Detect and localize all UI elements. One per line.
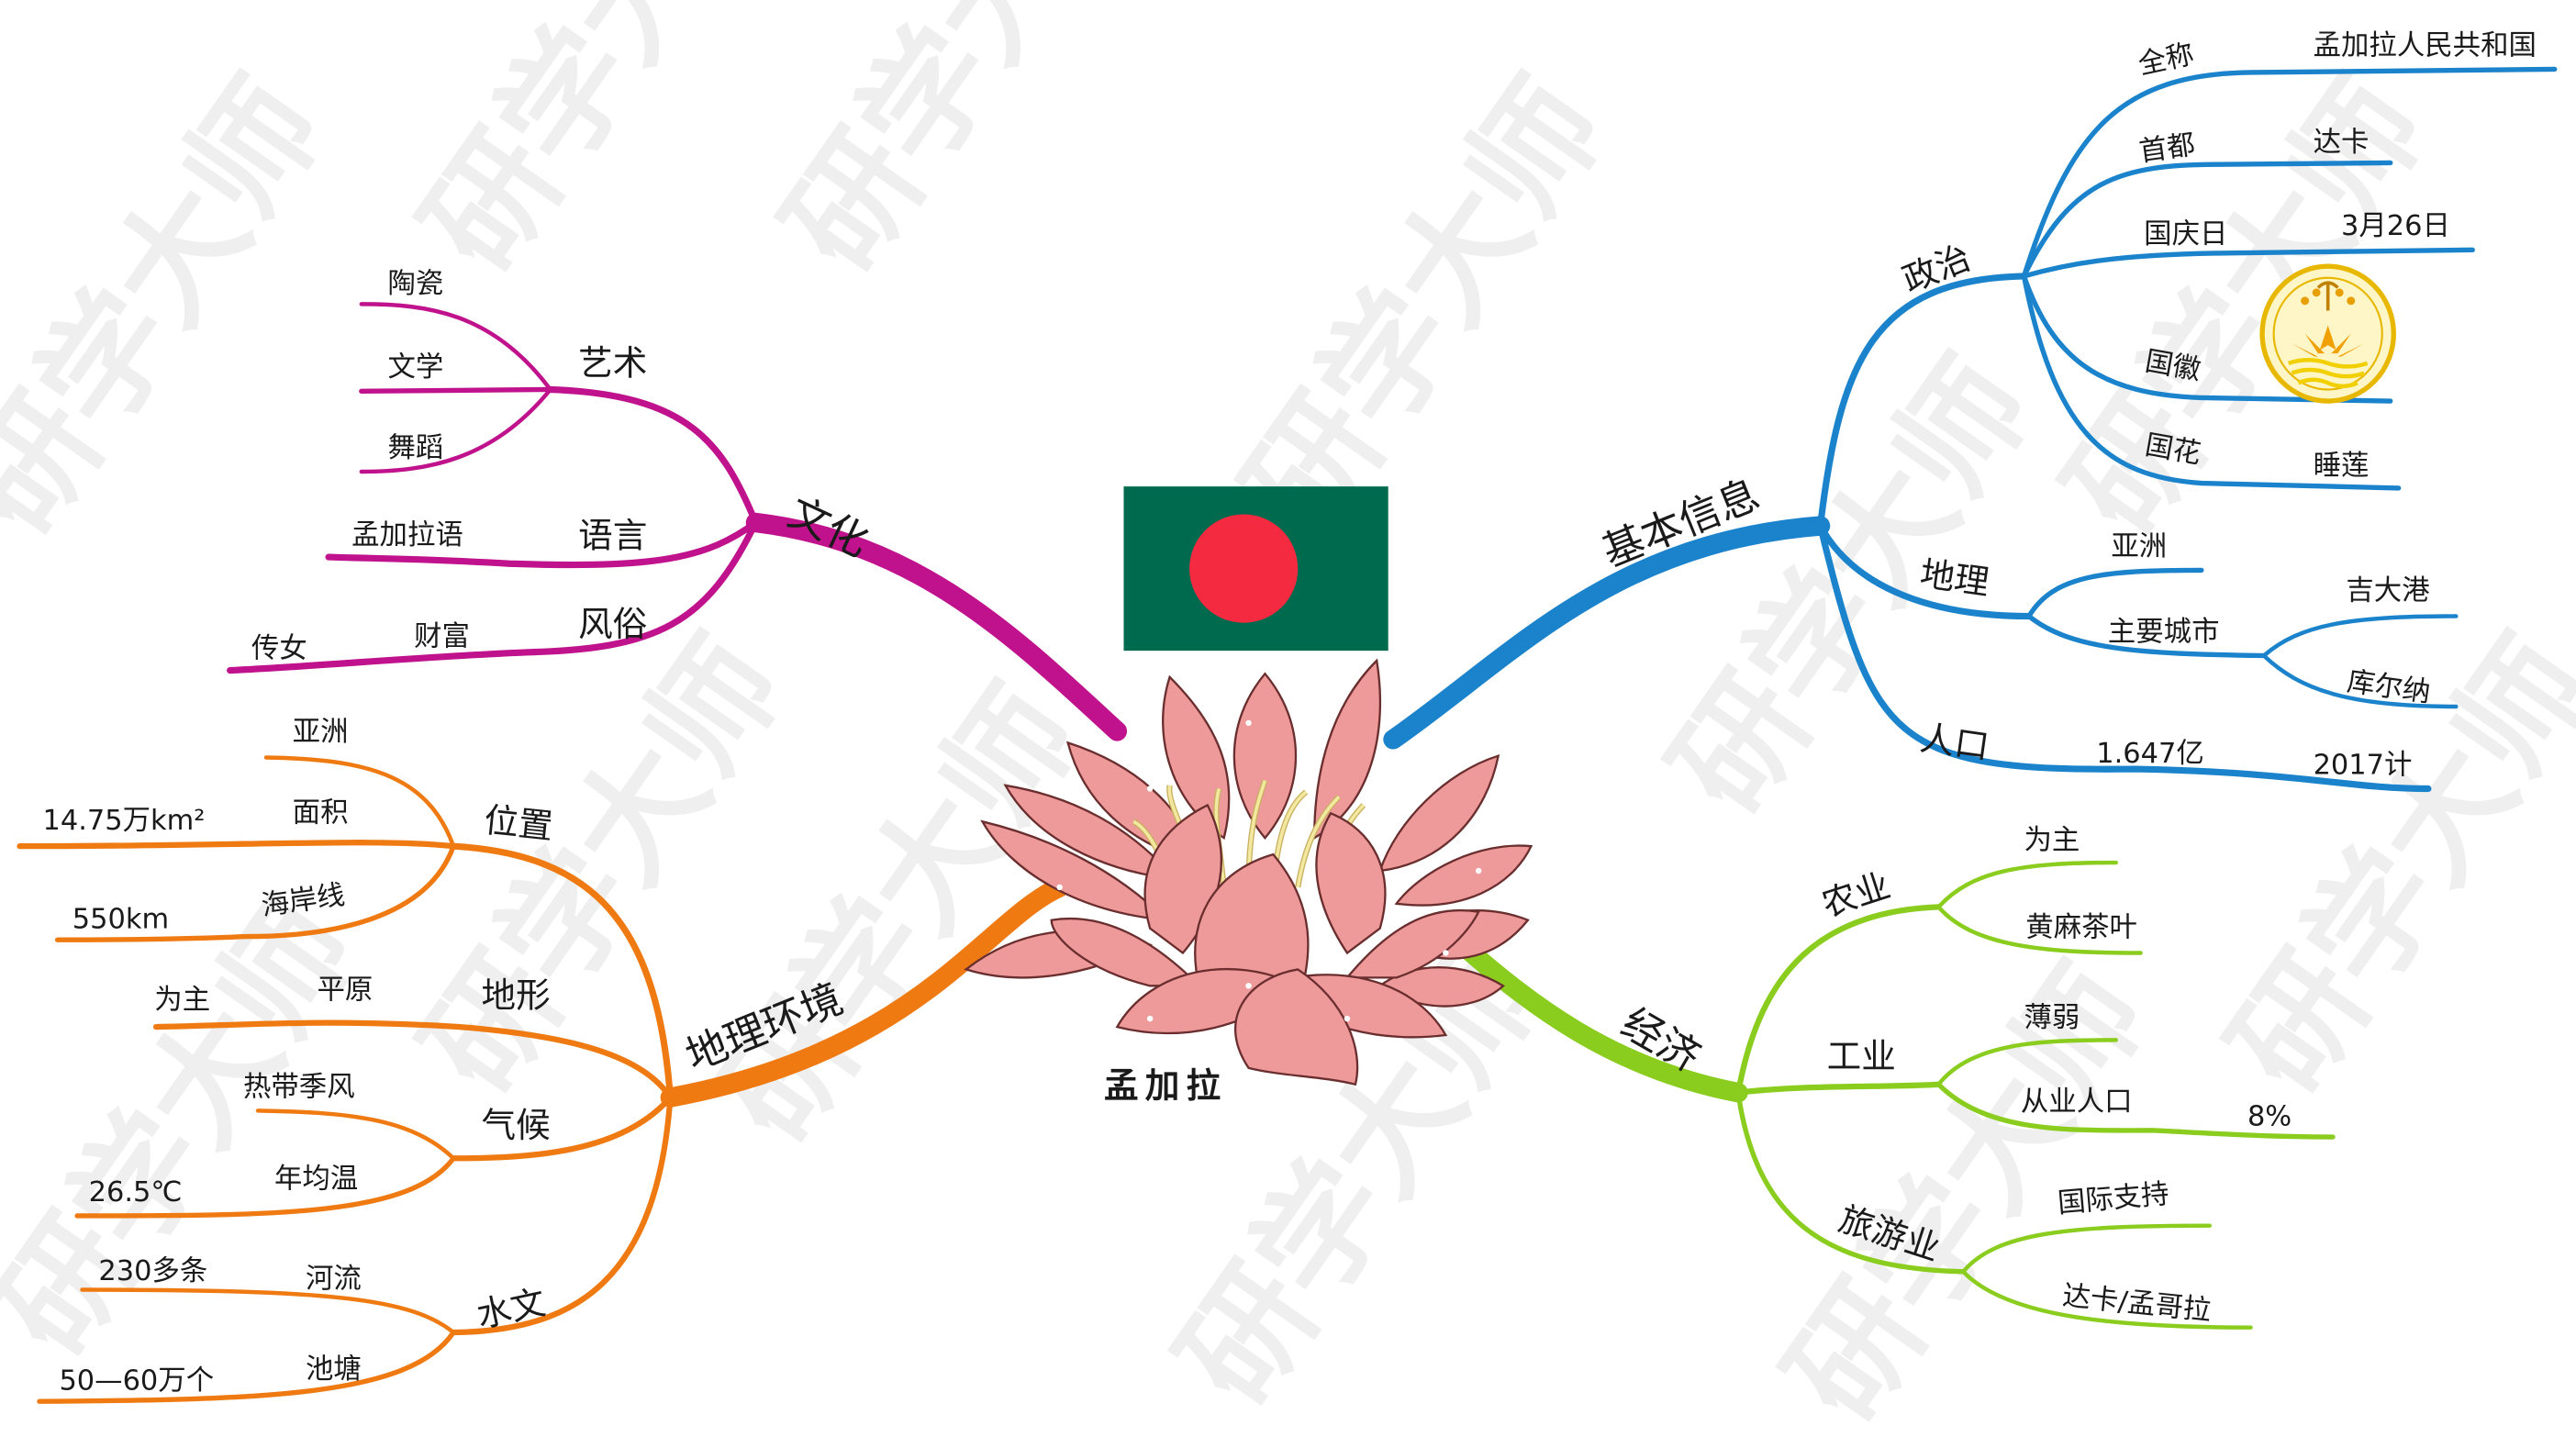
bangladesh-flag-icon: [1123, 486, 1388, 652]
node-population[interactable]: 人口: [1918, 718, 1992, 767]
leaf-intl-support[interactable]: 国际支持: [2057, 1178, 2170, 1220]
leaf-coastline[interactable]: 550km: [72, 904, 169, 936]
leaf-area[interactable]: 14.75万km²: [43, 805, 206, 837]
leaf-plain[interactable]: 平原: [318, 975, 374, 1007]
leaf-agri-main[interactable]: 为主: [2024, 825, 2080, 857]
svg-text:研学大师: 研学大师: [0, 54, 351, 560]
node-custom[interactable]: 风俗: [578, 604, 647, 644]
leaf-rivers[interactable]: 230多条: [98, 1255, 207, 1287]
leaf-jute-tea[interactable]: 黄麻茶叶: [2025, 912, 2137, 944]
leaf-ponds[interactable]: 50—60万个: [59, 1365, 214, 1398]
node-location[interactable]: 位置: [482, 799, 554, 847]
leaf-to-daughter[interactable]: 传女: [251, 632, 307, 664]
branch-geo-env: [17, 755, 1070, 1404]
leaf-dance[interactable]: 舞蹈: [387, 432, 443, 464]
leaf-terrain-main[interactable]: 为主: [154, 984, 210, 1016]
node-terrain[interactable]: 地形: [482, 975, 551, 1016]
leaf-khulna[interactable]: 库尔纳: [2345, 665, 2432, 708]
node-area[interactable]: 面积: [293, 796, 349, 829]
national-emblem-icon: [2259, 263, 2396, 404]
leaf-weak[interactable]: 薄弱: [2024, 1002, 2080, 1034]
leaf-chittagong[interactable]: 吉大港: [2346, 575, 2429, 607]
leaf-national-flower[interactable]: 睡莲: [2314, 451, 2370, 483]
leaf-literature[interactable]: 文学: [387, 351, 443, 384]
svg-text:研学大师: 研学大师: [1217, 54, 1634, 560]
leaf-population-note[interactable]: 2017计: [2314, 749, 2413, 781]
leaf-avg-temp[interactable]: 26.5℃: [89, 1176, 183, 1209]
center-caption: 孟加拉: [1104, 1065, 1227, 1106]
node-climate[interactable]: 气候: [482, 1105, 551, 1145]
leaf-national-day[interactable]: 3月26日: [2341, 210, 2450, 242]
node-major-cities[interactable]: 主要城市: [2108, 616, 2220, 648]
leaf-capital[interactable]: 达卡: [2314, 127, 2370, 159]
branch-basic-info: [1383, 66, 2558, 793]
node-geography[interactable]: 地理: [1918, 553, 1992, 603]
node-avg-temp[interactable]: 年均温: [274, 1164, 358, 1196]
node-full-name[interactable]: 全称: [2136, 39, 2197, 82]
leaf-asia[interactable]: 亚洲: [2111, 530, 2167, 562]
node-art[interactable]: 艺术: [578, 342, 647, 383]
node-industry[interactable]: 工业: [1827, 1036, 1896, 1076]
node-hydrology[interactable]: 水文: [473, 1282, 549, 1336]
node-language[interactable]: 语言: [578, 515, 647, 555]
leaf-employment[interactable]: 8%: [2247, 1100, 2292, 1132]
leaf-loc-asia[interactable]: 亚洲: [293, 717, 349, 749]
svg-text:研学大师: 研学大师: [0, 875, 385, 1381]
leaf-full-name[interactable]: 孟加拉人民共和国: [2314, 29, 2537, 61]
node-capital[interactable]: 首都: [2137, 128, 2197, 168]
svg-text:研学大师: 研学大师: [756, 0, 1173, 296]
leaf-wealth[interactable]: 财富: [414, 621, 470, 653]
node-rivers[interactable]: 河流: [306, 1264, 362, 1296]
lotus-flower-icon: [964, 658, 1533, 1086]
node-ponds[interactable]: 池塘: [306, 1353, 362, 1386]
node-employment[interactable]: 从业人口: [2021, 1086, 2133, 1118]
leaf-population-value[interactable]: 1.647亿: [2096, 738, 2204, 770]
culture-labels: 文化 艺术 陶瓷 文学 舞蹈 语言 孟加拉语 风俗 财富 传女: [251, 268, 876, 664]
leaf-tropical-monsoon[interactable]: 热带季风: [243, 1071, 355, 1103]
branch-economy: [1452, 860, 2336, 1330]
node-national-day[interactable]: 国庆日: [2144, 218, 2227, 251]
leaf-ceramics[interactable]: 陶瓷: [387, 268, 443, 300]
leaf-bengali[interactable]: 孟加拉语: [351, 519, 463, 551]
branch-culture: [227, 302, 1128, 741]
svg-text:研学大师: 研学大师: [396, 0, 812, 296]
